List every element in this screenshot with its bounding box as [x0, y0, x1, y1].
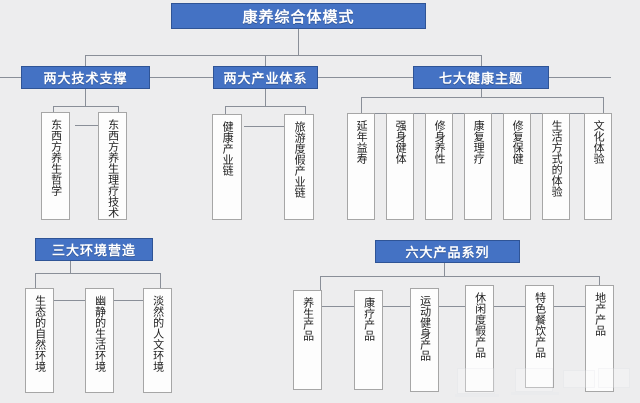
- connector-row2-drop-mid: [265, 55, 266, 66]
- leaf-tech-1-label: 东西方养生理疗技术: [106, 119, 119, 218]
- leaf-themes-6[interactable]: 文化体验: [584, 113, 612, 220]
- connector-industry-drop-1: [225, 106, 226, 114]
- leaf-products-2-label: 运动健身产品: [418, 295, 431, 361]
- watermark-shape-2: [455, 394, 499, 397]
- leaf-themes-1[interactable]: 强身健体: [386, 113, 414, 220]
- connector-themes-spine: [361, 97, 603, 98]
- connector-row2-drop-left: [85, 55, 86, 66]
- connector-env-drop-right: [160, 273, 161, 288]
- node-header-tech[interactable]: 两大技术支撑: [21, 66, 150, 89]
- connector-env-trunk: [70, 261, 71, 273]
- node-main-title[interactable]: 康养综合体模式: [171, 3, 426, 29]
- connector-tech-drop-1: [53, 106, 54, 112]
- leaf-themes-5[interactable]: 生活方式的体验: [542, 113, 570, 220]
- connector-row2-spine: [85, 55, 481, 56]
- leaf-tech-1[interactable]: 东西方养生理疗技术: [98, 112, 127, 220]
- connector-row2-drop-right: [481, 55, 482, 66]
- leaf-products-5[interactable]: 地产产品: [585, 285, 614, 392]
- leaf-products-2[interactable]: 运动健身产品: [410, 288, 439, 392]
- leaf-products-1-label: 康疗产品: [362, 297, 375, 341]
- leaf-themes-4[interactable]: 修复保健: [503, 113, 531, 220]
- leaf-products-4-label: 特色餐饮产品: [533, 292, 546, 358]
- leaf-themes-3[interactable]: 康复理疗: [464, 113, 492, 220]
- leaf-themes-5-label: 生活方式的体验: [550, 120, 563, 197]
- node-header-industry[interactable]: 两大产业体系: [213, 66, 318, 89]
- leaf-industry-0-label: 健康产业链: [221, 121, 234, 176]
- connector-row2-link-a: [150, 77, 214, 78]
- leaf-products-1[interactable]: 康疗产品: [354, 290, 383, 390]
- leaf-themes-1-label: 强身健体: [394, 120, 407, 164]
- connector-prod-trunk: [444, 263, 445, 276]
- connector-tech-drop-2: [118, 106, 119, 112]
- leaf-products-0-label: 养生产品: [301, 297, 314, 341]
- node-header-themes[interactable]: 七大健康主题: [413, 66, 549, 89]
- leaf-themes-2-label: 修身养性: [433, 120, 446, 164]
- leaf-environment-2[interactable]: 淡然的人文环境: [143, 288, 172, 393]
- leaf-industry-1-label: 旅游度假产业链: [293, 121, 306, 198]
- connector-themes-trunk: [481, 89, 482, 97]
- leaf-industry-0[interactable]: 健康产业链: [212, 114, 242, 220]
- leaf-themes-4-label: 修复保健: [511, 120, 524, 164]
- leaf-environment-1-label: 幽静的生活环境: [93, 295, 106, 372]
- connector-row2-link-c: [549, 77, 611, 78]
- connector-industry-trunk: [265, 89, 266, 106]
- leaf-products-0[interactable]: 养生产品: [293, 290, 322, 390]
- connector-prod-rung: [320, 306, 599, 307]
- leaf-environment-0[interactable]: 生态的自然环境: [25, 288, 54, 393]
- leaf-products-3[interactable]: 休闲度假产品: [465, 285, 494, 392]
- leaf-environment-1[interactable]: 幽静的生活环境: [85, 288, 114, 393]
- leaf-themes-3-label: 康复理疗: [472, 120, 485, 164]
- connector-industry-spine: [225, 106, 305, 107]
- connector-env-drop-left: [35, 273, 36, 288]
- connector-themes-drop-left: [361, 97, 362, 113]
- leaf-tech-0[interactable]: 东西方养生哲学: [41, 112, 70, 220]
- connector-env-spine: [35, 273, 160, 274]
- connector-prod-drop-right: [599, 276, 600, 290]
- connector-industry-rung: [244, 126, 284, 127]
- connector-row2-link-d: [0, 77, 21, 78]
- connector-tech-trunk: [85, 89, 86, 106]
- watermark-shape-4: [511, 392, 559, 395]
- connector-themes-drop-right: [603, 97, 604, 113]
- leaf-environment-2-label: 淡然的人文环境: [151, 295, 164, 372]
- connector-tech-spine: [53, 106, 118, 107]
- connector-prod-drop-left: [320, 276, 321, 290]
- connector-tech-rung: [75, 125, 98, 126]
- leaf-products-5-label: 地产产品: [593, 292, 606, 336]
- leaf-themes-2[interactable]: 修身养性: [425, 113, 453, 220]
- connector-industry-drop-2: [305, 106, 306, 114]
- leaf-environment-0-label: 生态的自然环境: [33, 295, 46, 372]
- leaf-industry-1[interactable]: 旅游度假产业链: [284, 114, 314, 220]
- leaf-products-3-label: 休闲度假产品: [473, 292, 486, 358]
- node-header-products[interactable]: 六大产品系列: [375, 240, 520, 263]
- leaf-themes-0-label: 延年益寿: [355, 120, 368, 164]
- connector-prod-spine: [320, 276, 599, 277]
- leaf-themes-0[interactable]: 延年益寿: [347, 113, 375, 220]
- connector-row2-link-b: [318, 77, 413, 78]
- leaf-products-4[interactable]: 特色餐饮产品: [525, 285, 554, 388]
- node-header-environment[interactable]: 三大环境营造: [35, 238, 153, 261]
- leaf-tech-0-label: 东西方养生哲学: [49, 119, 62, 196]
- leaf-themes-6-label: 文化体验: [592, 120, 605, 164]
- connector-main-trunk: [298, 29, 299, 55]
